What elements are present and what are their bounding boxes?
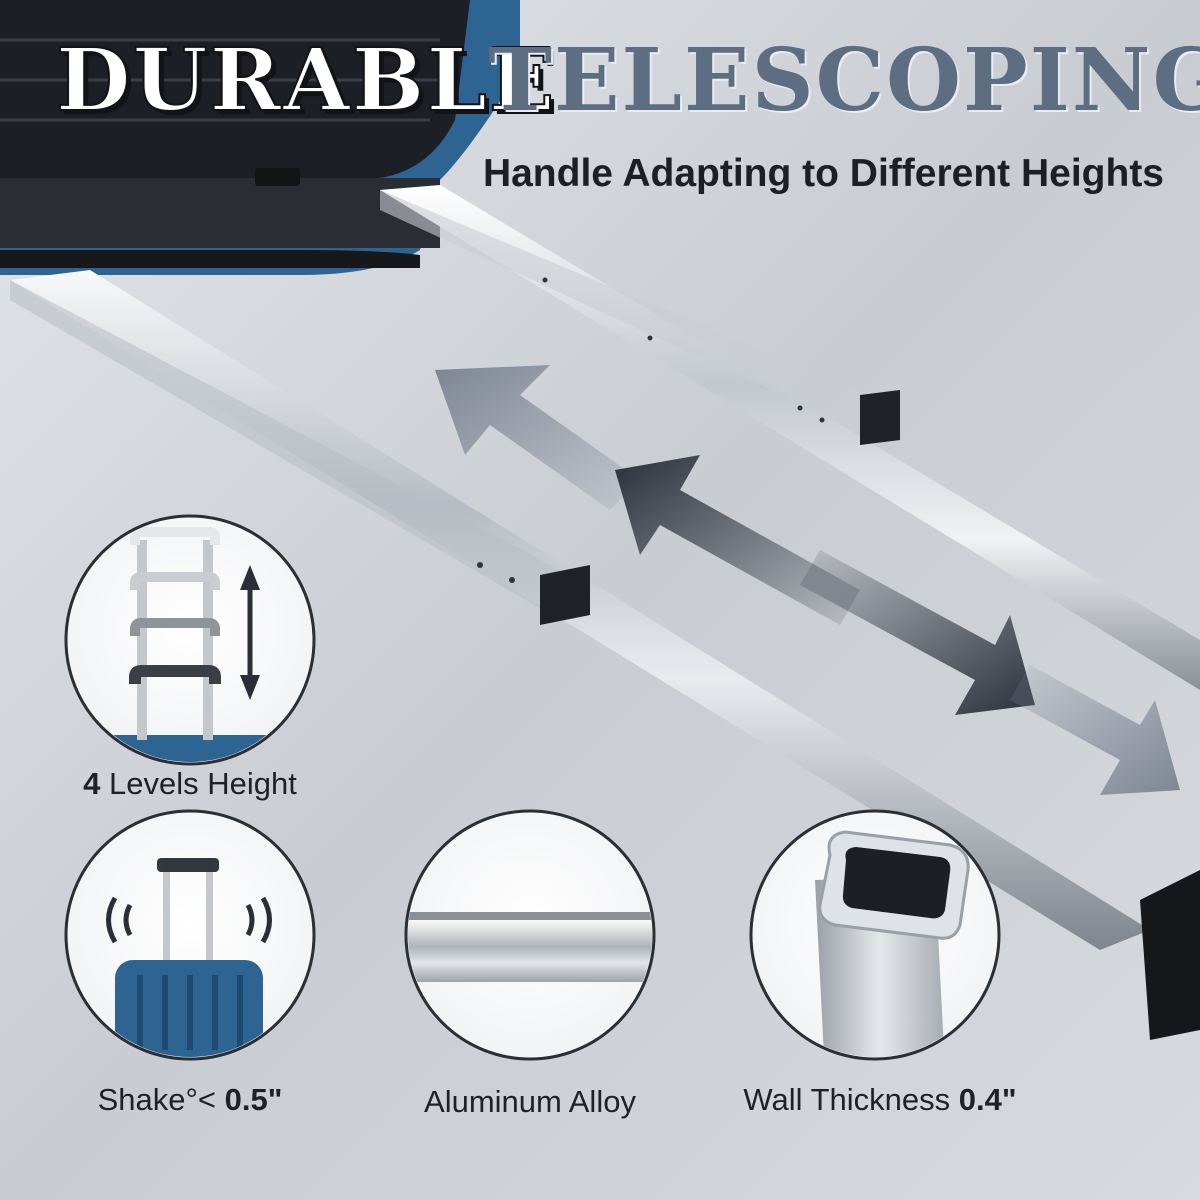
- headline-word-telescoping: TELESCOPING: [488, 30, 1200, 131]
- shake-suitcase-icon: [106, 858, 272, 1057]
- handle-grip: [1140, 870, 1200, 1040]
- telescoping-rail-upper: [380, 185, 1200, 690]
- headline-word-durable: DURABLE: [55, 29, 557, 132]
- feature-circle-shake: [64, 809, 316, 1061]
- subtitle: Handle Adapting to Different Heights: [482, 152, 1164, 195]
- feature-value: 4: [83, 766, 101, 801]
- feature-text: Levels Height: [109, 766, 297, 801]
- feature-circle-aluminum: [404, 809, 656, 1061]
- feature-label-shake: Shake°< 0.5": [50, 1082, 330, 1118]
- extend-arrows: [435, 365, 1180, 795]
- headline: DURABLE TELESCOPING: [0, 0, 1200, 140]
- feature-circle-height-levels: [64, 514, 316, 766]
- feature-text: Shake°<: [97, 1082, 225, 1117]
- feature-label-aluminum: Aluminum Alloy: [370, 1084, 690, 1120]
- feature-circle-wall-thickness: [749, 809, 1001, 1061]
- feature-label-height-levels: 4 Levels Height: [50, 766, 330, 802]
- tube-wall-icon: [815, 830, 970, 1057]
- feature-text: Wall Thickness: [743, 1082, 959, 1117]
- feature-label-wall-thickness: Wall Thickness 0.4": [700, 1082, 1060, 1118]
- feature-value: 0.5": [224, 1082, 283, 1117]
- aluminum-bar-icon: [408, 912, 652, 982]
- feature-text: Aluminum Alloy: [424, 1084, 636, 1119]
- telescoping-rail-lower: [10, 270, 1150, 950]
- feature-value: 0.4": [958, 1082, 1017, 1117]
